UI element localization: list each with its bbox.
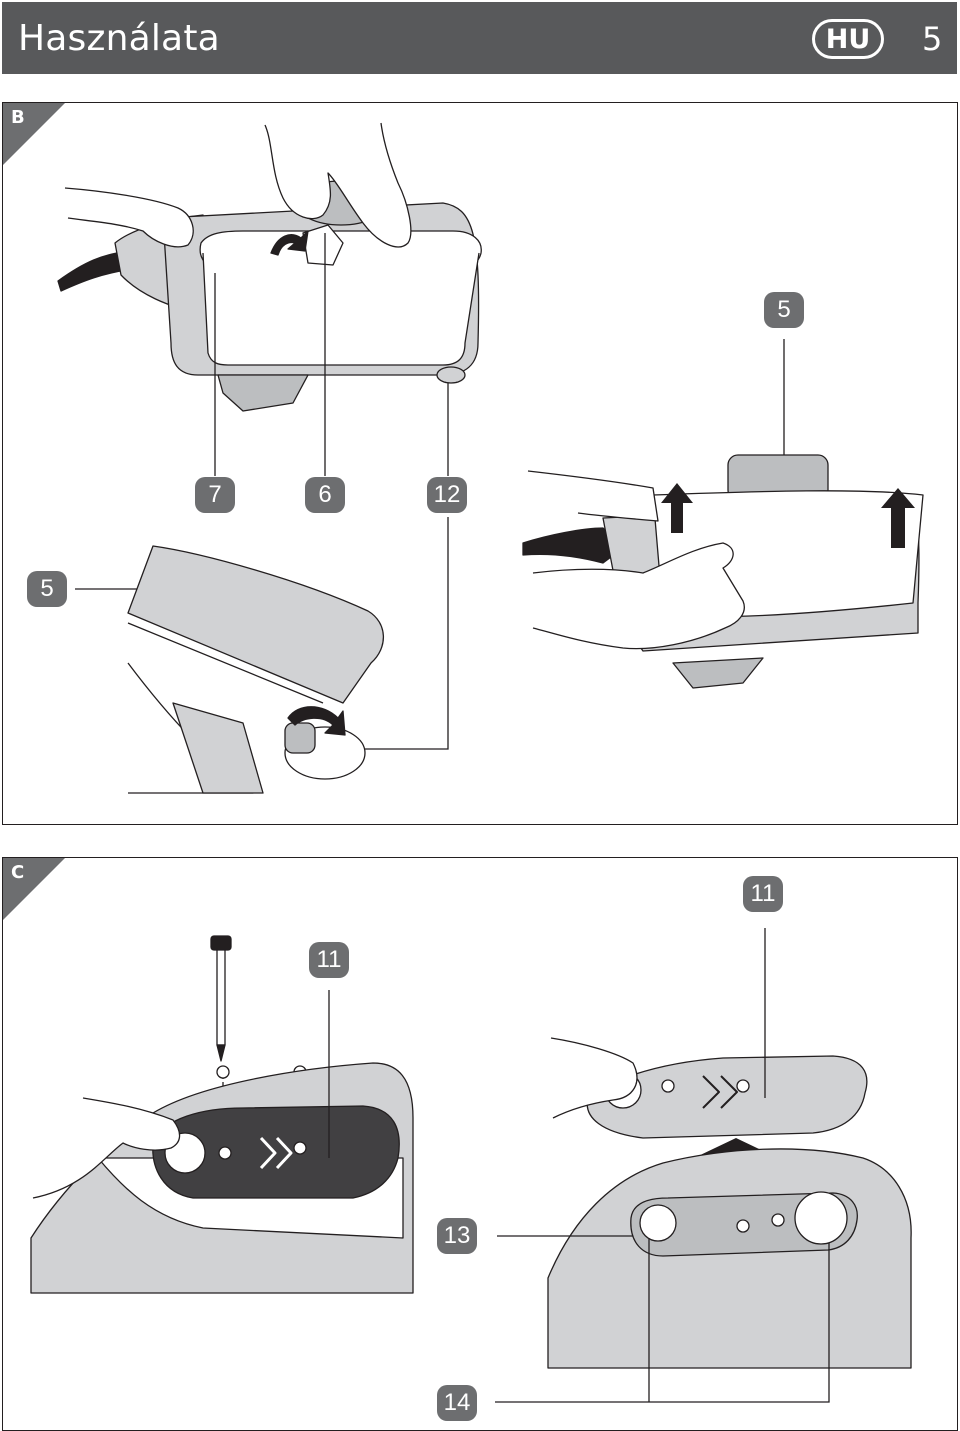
belt-sander-illustration-b bbox=[57, 122, 924, 794]
callout-13: 13 bbox=[437, 1218, 477, 1254]
figure-b-label: B bbox=[11, 107, 25, 128]
callout-11-right: 11 bbox=[743, 876, 783, 912]
page-header: Használata HU 5 bbox=[2, 2, 957, 74]
callout-5-left: 5 bbox=[27, 571, 67, 607]
callout-11-left: 11 bbox=[309, 942, 349, 978]
leader-lines-b-top bbox=[75, 233, 785, 750]
figure-c-label: C bbox=[11, 862, 25, 883]
callout-5-right: 5 bbox=[764, 292, 804, 328]
cover-removal-view bbox=[30, 935, 414, 1294]
sander-belt-replacement bbox=[522, 454, 924, 689]
leader-lines-c bbox=[328, 928, 830, 1403]
page-title: Használata bbox=[18, 18, 220, 59]
language-badge: HU bbox=[812, 19, 884, 59]
figure-c-panel: C bbox=[2, 857, 958, 1431]
callout-14: 14 bbox=[437, 1385, 477, 1421]
callout-6: 6 bbox=[305, 477, 345, 513]
page-number: 5 bbox=[922, 20, 943, 58]
sander-roller-closeup bbox=[127, 545, 384, 794]
sander-top-view bbox=[57, 122, 482, 412]
figure-c-corner: C bbox=[3, 858, 65, 920]
callout-7: 7 bbox=[195, 477, 235, 513]
callout-12: 12 bbox=[427, 477, 467, 513]
belt-sander-illustration-c bbox=[30, 928, 912, 1403]
belt-drive-view bbox=[547, 1037, 912, 1369]
figure-b-panel: B bbox=[2, 102, 958, 825]
figure-b-corner: B bbox=[3, 103, 65, 165]
